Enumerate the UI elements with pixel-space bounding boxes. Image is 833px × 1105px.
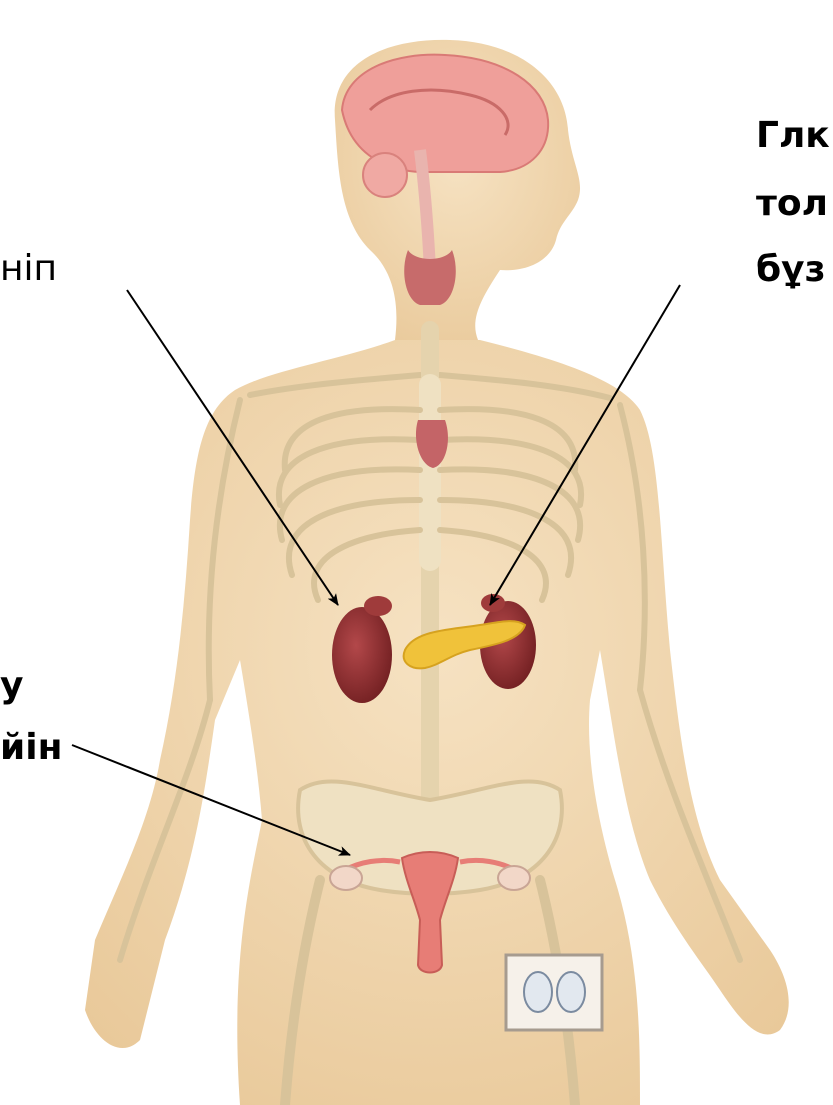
label-top-right-line-1: Глк — [756, 110, 830, 162]
left-ovary — [330, 866, 362, 890]
label-top-left: ніп — [0, 243, 57, 295]
label-top-right-line-3: бұз — [756, 244, 826, 296]
label-bottom-left-line-2: йін — [0, 722, 62, 774]
right-ovary — [498, 866, 530, 890]
adrenal-inset — [506, 955, 602, 1030]
left-kidney — [332, 607, 392, 703]
cerebellum — [363, 153, 407, 197]
right-adrenal — [481, 594, 505, 612]
left-adrenal — [364, 596, 392, 616]
label-top-right-line-2: тол — [756, 178, 828, 230]
label-bottom-left-line-1: у — [0, 660, 23, 712]
